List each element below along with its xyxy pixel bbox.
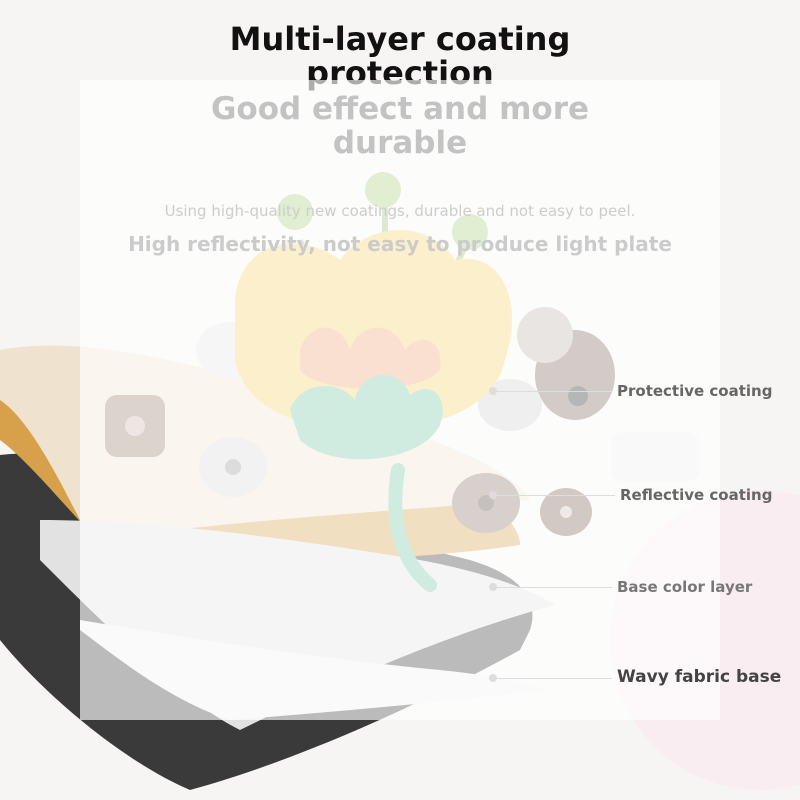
callout-dot-reflective bbox=[489, 491, 497, 499]
callout-line-base-color bbox=[497, 587, 612, 588]
layer-label-wavy-fabric-base: Wavy fabric base bbox=[617, 667, 782, 687]
subtitle-coatings: Using high-quality new coatings, durable… bbox=[164, 202, 636, 220]
main-title-line-1: Multi-layer coating bbox=[229, 20, 571, 58]
callout-dot-base-color bbox=[489, 583, 497, 591]
callout-line-reflective bbox=[497, 495, 615, 496]
layer-label-base-color-layer: Base color layer bbox=[617, 578, 753, 596]
headline-line-2: durable bbox=[332, 125, 468, 161]
headline-line-1: Good effect and more bbox=[210, 91, 590, 127]
callout-dot-protective bbox=[489, 387, 497, 395]
layer-label-reflective-coating: Reflective coating bbox=[620, 486, 773, 504]
callout-line-fabric-base bbox=[497, 678, 612, 679]
callout-dot-fabric-base bbox=[489, 674, 497, 682]
subtitle-reflectivity: High reflectivity, not easy to produce l… bbox=[128, 232, 672, 256]
layer-label-protective-coating: Protective coating bbox=[617, 382, 773, 400]
callout-line-protective bbox=[497, 391, 612, 392]
translucent-overlay bbox=[80, 80, 720, 720]
